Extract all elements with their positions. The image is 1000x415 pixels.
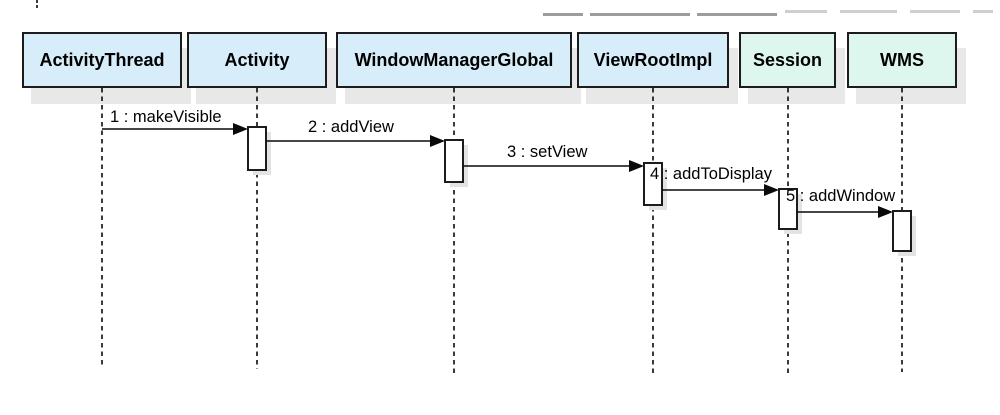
cropped-artifact-segment (785, 10, 827, 13)
activation-bar-window-manager-global (444, 139, 464, 183)
activation-bar-wms (892, 210, 912, 252)
activation-bar-session (778, 188, 798, 230)
participant-label: WMS (880, 49, 924, 70)
cropped-artifact-segment (590, 13, 690, 16)
participant-session: Session (739, 32, 836, 88)
cropped-artifact-segment (697, 13, 777, 16)
cropped-artifact-segment (973, 10, 993, 13)
cropped-artifact-segment (543, 13, 583, 16)
participant-label: Activity (224, 49, 290, 70)
activation-bar-view-root-impl (643, 162, 663, 206)
message-label-add-window: 5 : addWindow (786, 187, 896, 205)
message-label-set-view: 3 : setView (507, 143, 588, 161)
message-label-make-visible: 1 : makeVisible (110, 108, 222, 126)
message-label-add-view: 2 : addView (308, 118, 394, 136)
participant-label: Session (752, 49, 823, 70)
participant-activity-thread: ActivityThread (22, 32, 182, 88)
participant-label: ViewRootImpl (593, 49, 713, 70)
cropped-artifact-dash (36, 0, 38, 3)
activation-bar-activity (247, 126, 267, 171)
cropped-artifact-segment (840, 10, 897, 13)
arrowhead-4 (764, 184, 779, 196)
participant-label: WindowManagerGlobal (354, 49, 554, 70)
arrowhead-1 (233, 123, 248, 135)
participant-label: ActivityThread (39, 49, 165, 70)
cropped-artifact-segment (910, 10, 960, 13)
arrowhead-2 (430, 135, 445, 147)
arrowhead-3 (629, 160, 644, 172)
arrowhead-5 (878, 206, 893, 218)
participant-activity: Activity (187, 32, 327, 88)
participant-wms: WMS (847, 32, 957, 88)
cropped-artifact-dash (36, 5, 38, 8)
participant-view-root-impl: ViewRootImpl (577, 32, 729, 88)
participant-window-manager-global: WindowManagerGlobal (336, 32, 572, 88)
message-label-add-to-display: 4 : addToDisplay (650, 165, 772, 183)
